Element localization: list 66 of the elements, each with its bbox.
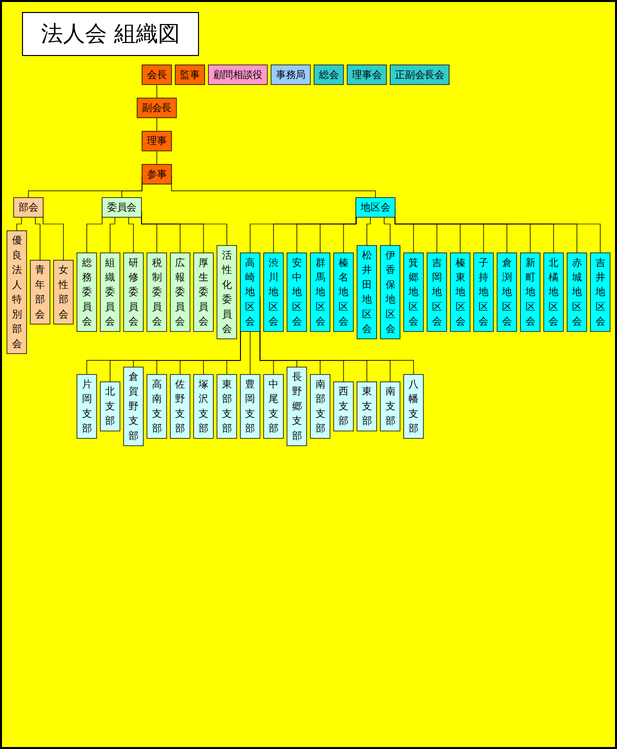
- connector: [384, 216, 390, 246]
- node-box: 監事: [174, 64, 205, 85]
- node-box: 優良法人特別部会: [6, 230, 27, 354]
- node-box: 理事: [142, 130, 172, 152]
- node-box: 正副会長会: [390, 64, 450, 85]
- node-box: 渋川地区会: [263, 252, 284, 332]
- node-box: 長野郷支部: [286, 366, 307, 446]
- node-box: 八幡支部: [403, 374, 424, 439]
- node-box: 東部支部: [216, 374, 237, 439]
- connector: [16, 216, 22, 232]
- node-box: 吉岡地区会: [426, 252, 447, 332]
- node-box: 広報委員会: [170, 252, 190, 332]
- node-box: 女性部会: [53, 260, 74, 324]
- connector: [156, 84, 158, 98]
- node-box: 地区会: [355, 197, 396, 218]
- node-box: 高南支部: [146, 374, 167, 439]
- node-box: 榛名地区会: [333, 252, 354, 332]
- node-box: 佐野支部: [170, 374, 190, 439]
- connector: [110, 216, 116, 254]
- node-box: 東支部: [356, 382, 377, 432]
- node-box: 塚沢支部: [193, 374, 214, 439]
- node-box: 南部支部: [310, 374, 330, 439]
- node-box: 吉井地区会: [590, 252, 610, 332]
- node-box: 榛東地区会: [450, 252, 470, 332]
- connector: [86, 216, 102, 254]
- chart-title: 法人会 組織図: [22, 12, 199, 56]
- node-box: 高崎地区会: [240, 252, 260, 332]
- node-box: 活性化委員会: [216, 245, 237, 340]
- connector: [156, 117, 158, 132]
- node-box: 理事会: [346, 64, 387, 85]
- connector: [343, 216, 357, 254]
- node-box: 新町地区会: [520, 252, 540, 332]
- node-box: 厚生委員会: [193, 252, 214, 332]
- node-box: 豊岡支部: [240, 374, 260, 439]
- node-box: 群馬地区会: [310, 252, 330, 332]
- node-box: 組織委員会: [100, 252, 120, 332]
- node-box: 倉賀野支部: [123, 366, 144, 446]
- node-box: 青年部会: [30, 260, 50, 324]
- connector: [156, 150, 158, 165]
- node-box: 松井田地区会: [356, 245, 377, 340]
- node-box: 総会: [314, 64, 344, 85]
- node-box: 西支部: [333, 382, 354, 432]
- node-box: 総務委員会: [76, 252, 97, 332]
- node-box: 安中地区会: [286, 252, 307, 332]
- node-box: 会長: [142, 64, 172, 85]
- node-box: 北支部: [100, 382, 120, 432]
- node-box: 事務局: [270, 64, 311, 85]
- node-box: 参事: [142, 164, 172, 184]
- connector: [35, 216, 40, 261]
- node-box: 税制委員会: [146, 252, 167, 332]
- node-box: 部会: [13, 197, 44, 218]
- node-box: 南支部: [380, 382, 400, 432]
- node-box: 中尾支部: [263, 374, 284, 439]
- node-box: 片岡支部: [76, 374, 97, 439]
- node-box: 顧問相談役: [208, 64, 268, 85]
- node-box: 研修委員会: [123, 252, 144, 332]
- node-box: 伊香保地区会: [380, 245, 400, 340]
- node-box: 赤城地区会: [566, 252, 588, 332]
- connector: [128, 216, 134, 254]
- node-box: 副会長: [136, 98, 177, 118]
- node-box: 倉渕地区会: [496, 252, 518, 332]
- node-box: 北橘地区会: [543, 252, 564, 332]
- node-box: 箕郷地区会: [403, 252, 424, 332]
- node-box: 委員会: [102, 197, 142, 218]
- node-box: 子持地区会: [473, 252, 494, 332]
- connector: [366, 216, 371, 246]
